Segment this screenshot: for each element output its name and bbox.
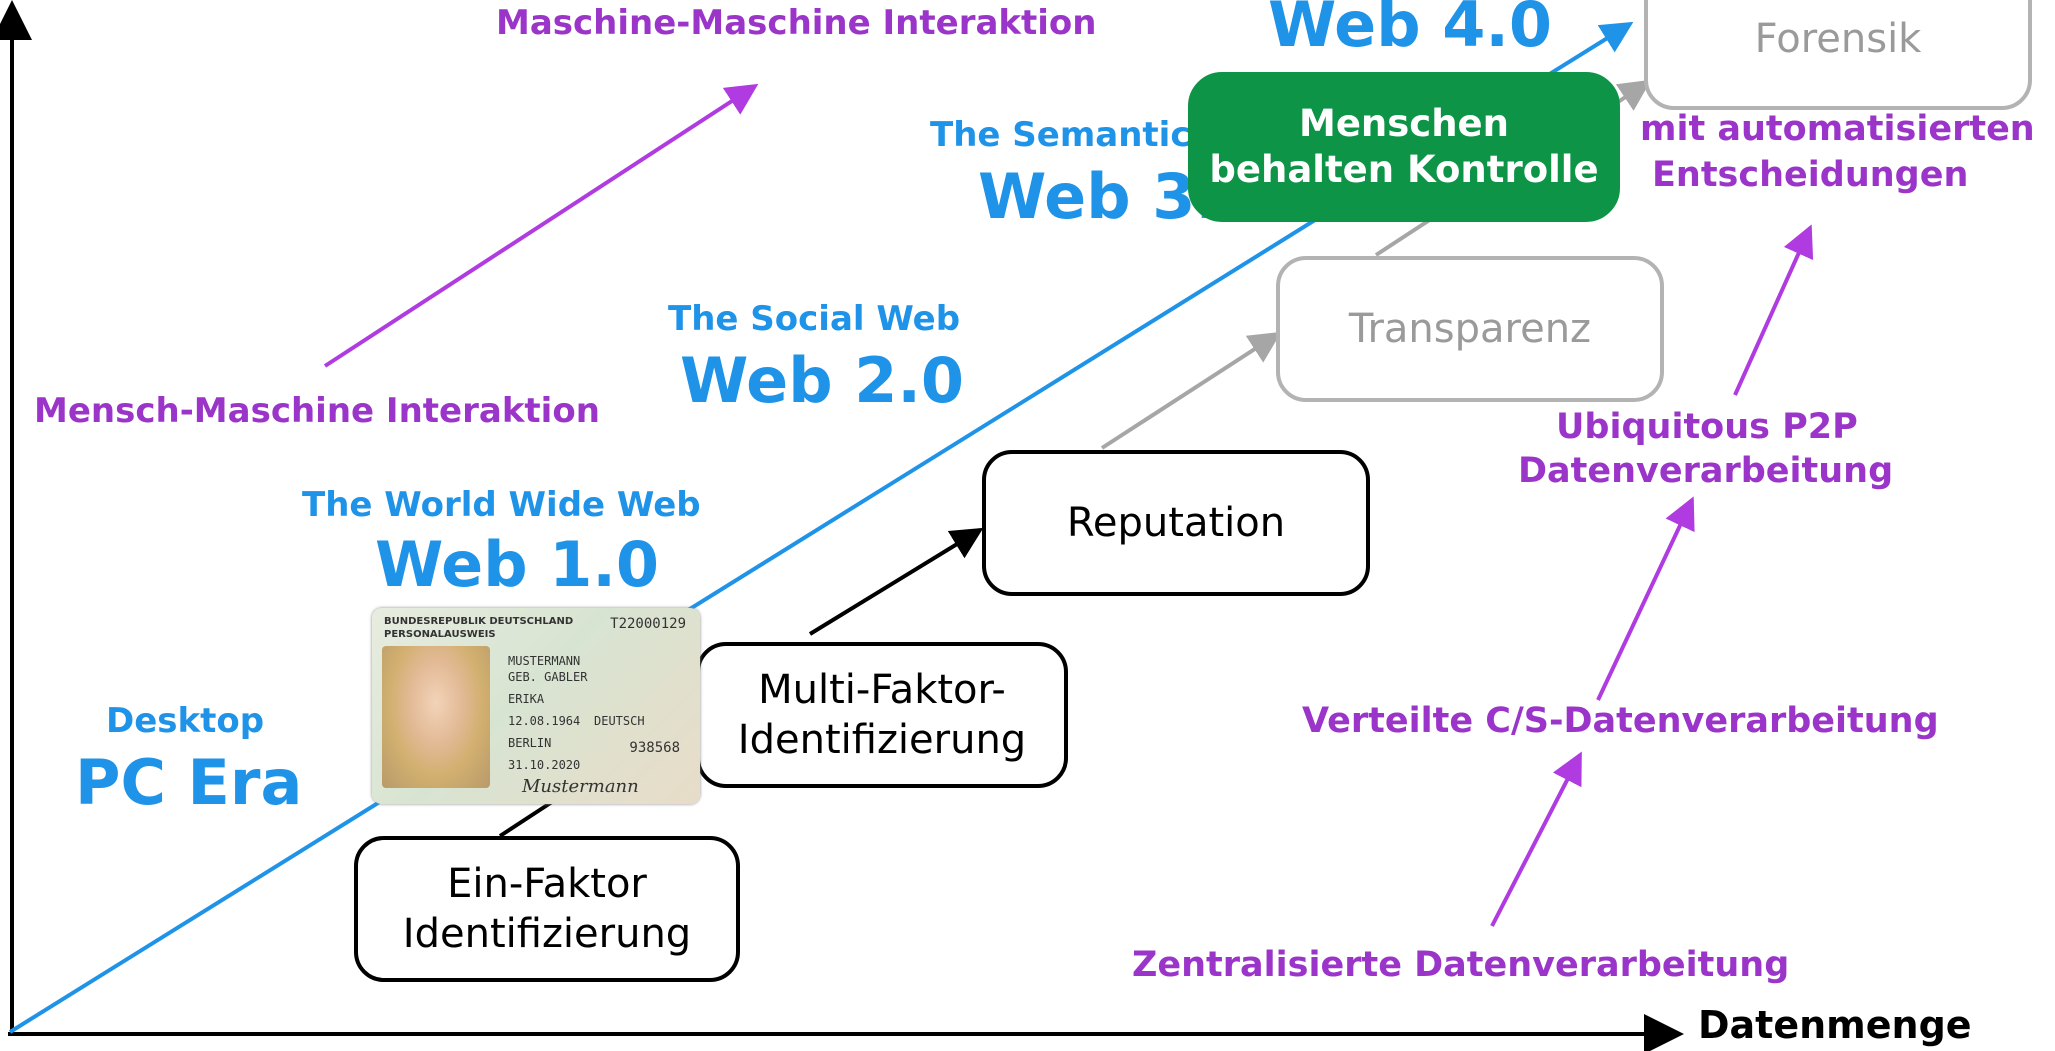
label-zentralisiert: Zentralisierte Datenverarbeitung xyxy=(1132,945,1790,985)
id-card-image: BUNDESREPUBLIK DEUTSCHLAND PERSONALAUSWE… xyxy=(372,608,700,804)
processing-arrow-2 xyxy=(1596,496,1695,701)
label-auto-line2: Entscheidungen xyxy=(1652,155,1969,195)
x-axis-label: Datenmenge xyxy=(1698,1003,1972,1047)
era-social-title: The Social Web xyxy=(668,299,961,339)
connector-multi-reputation xyxy=(808,527,984,636)
box-ein-faktor-label: Ein-Faktor Identifizierung xyxy=(402,861,692,957)
processing-arrow-3 xyxy=(1733,224,1814,396)
id-card-number: T22000129 xyxy=(610,616,686,632)
label-p2p-line1: Ubiquitous P2P xyxy=(1556,407,1858,447)
box-multi-faktor-label: Multi-Faktor-Identifizierung xyxy=(737,667,1027,763)
connector-kontrolle-forensik xyxy=(1615,79,1652,111)
label-verteilt: Verteilte C/S-Datenverarbeitung xyxy=(1302,701,1939,741)
box-ein-faktor: Ein-Faktor Identifizierung xyxy=(354,836,740,982)
id-card-given-name: ERIKA xyxy=(508,692,545,706)
label-machine-machine: Maschine-Maschine Interaktion xyxy=(496,3,1097,43)
id-card-can: 938568 xyxy=(629,740,680,756)
label-human-machine: Mensch-Maschine Interaktion xyxy=(34,391,600,431)
box-reputation: Reputation xyxy=(982,450,1370,596)
id-card-photo xyxy=(382,646,490,788)
id-card-signature: Mustermann xyxy=(522,776,639,797)
era-web-2: Web 2.0 xyxy=(680,344,965,417)
id-card-surname: MUSTERMANN xyxy=(508,654,581,668)
interaction-arrow xyxy=(323,83,759,368)
box-transparenz-label: Transparenz xyxy=(1348,306,1592,352)
era-www-title: The World Wide Web xyxy=(302,485,701,525)
box-kontrolle: Menschen behalten Kontrolle xyxy=(1188,72,1620,222)
processing-arrow-1 xyxy=(1490,751,1582,927)
id-card-place: BERLIN xyxy=(508,736,552,750)
box-reputation-label: Reputation xyxy=(1066,500,1286,546)
box-kontrolle-label: Menschen behalten Kontrolle xyxy=(1209,101,1599,191)
connector-reputation-transparenz xyxy=(1100,331,1282,450)
id-card-header: BUNDESREPUBLIK DEUTSCHLAND PERSONALAUSWE… xyxy=(384,616,574,640)
era-pc-era: PC Era xyxy=(75,746,303,819)
id-card-birth-name: GEB. GABLER xyxy=(508,670,588,684)
box-forensik-label: Forensik xyxy=(1754,16,1922,62)
label-auto-line1: mit automatisierten xyxy=(1640,109,2035,149)
era-web-1: Web 1.0 xyxy=(375,528,660,601)
era-desktop-title: Desktop xyxy=(106,701,265,741)
label-p2p-line2: Datenverarbeitung xyxy=(1518,451,1894,491)
id-card-dob: 12.08.1964 xyxy=(508,714,581,728)
era-web-4: Web 4.0 xyxy=(1268,0,1553,61)
connector-ein-multi xyxy=(498,798,557,838)
id-card-nationality: DEUTSCH xyxy=(594,714,645,728)
box-transparenz: Transparenz xyxy=(1276,256,1664,402)
id-card-expiry: 31.10.2020 xyxy=(508,758,581,772)
box-multi-faktor: Multi-Faktor-Identifizierung xyxy=(696,642,1068,788)
box-forensik: Forensik xyxy=(1644,0,2032,110)
